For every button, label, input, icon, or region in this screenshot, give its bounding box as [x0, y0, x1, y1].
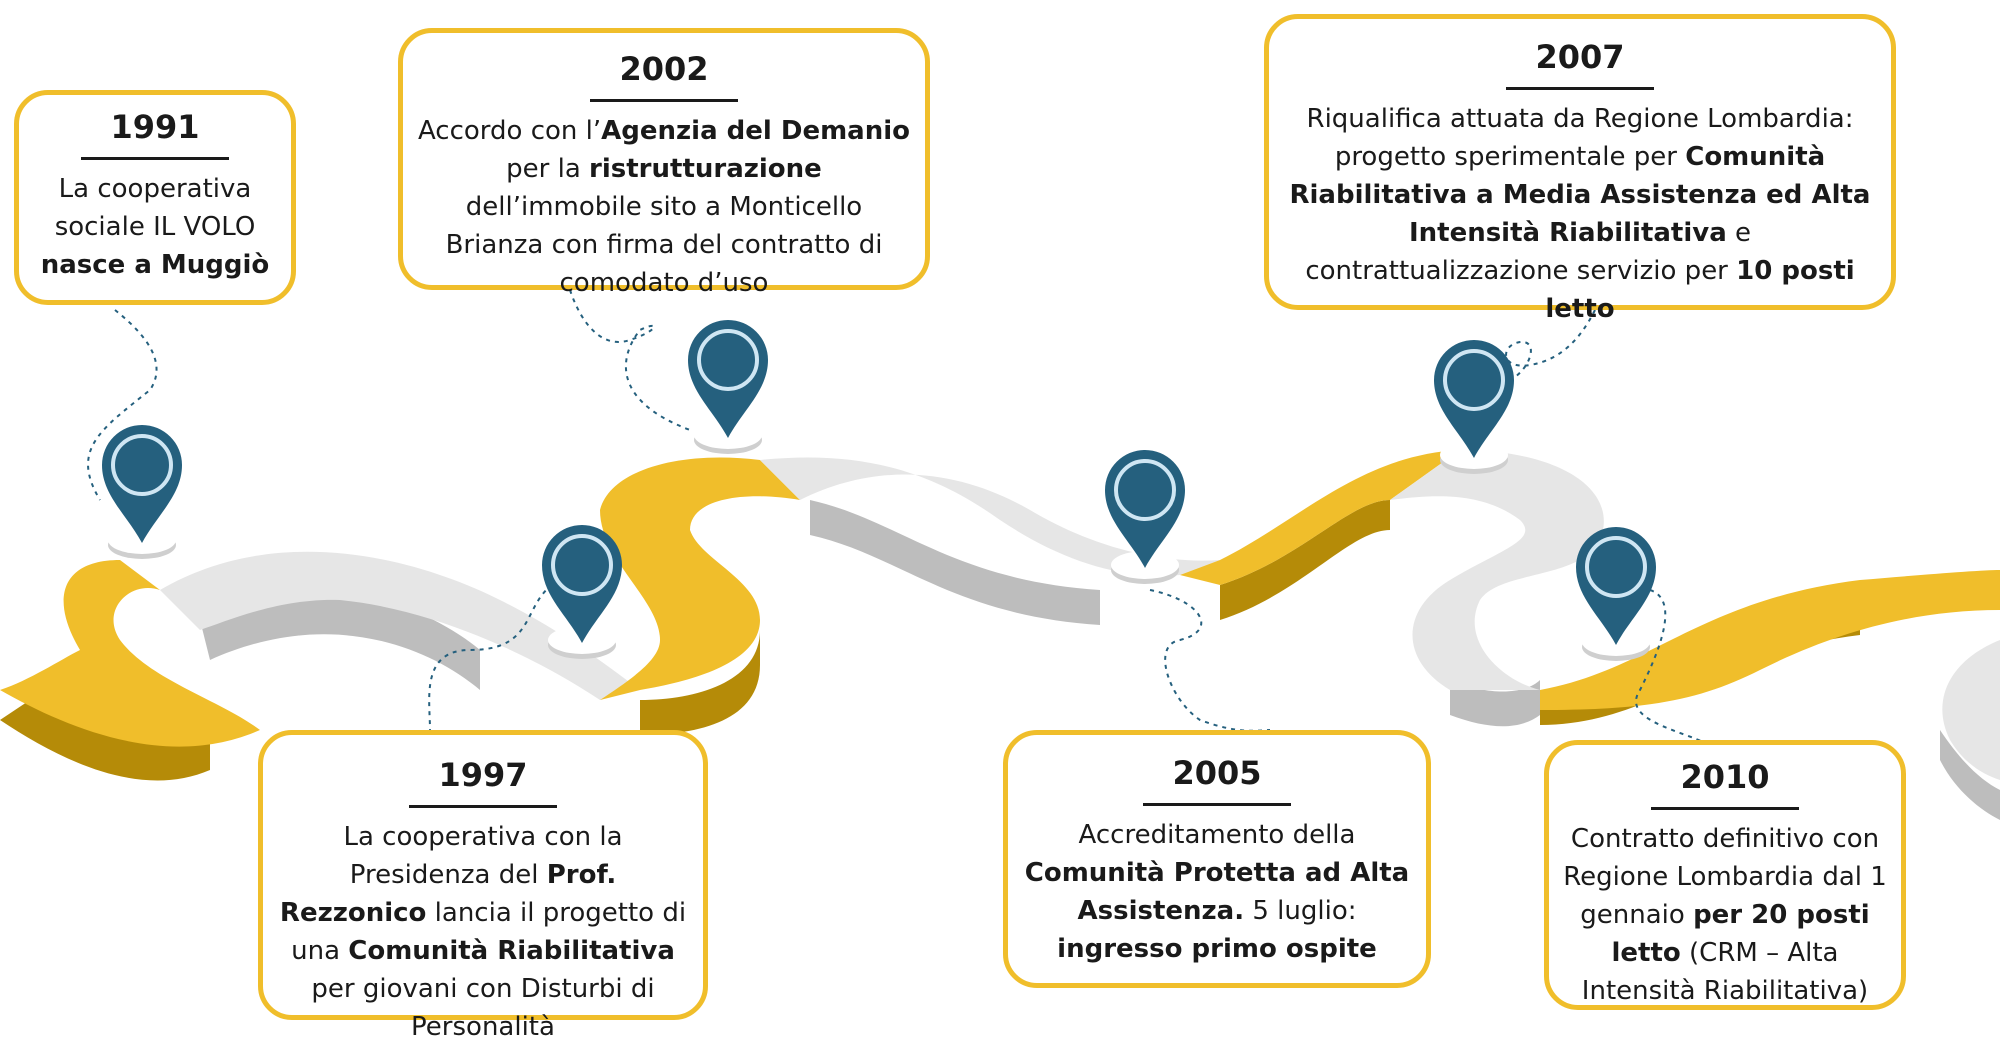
- year-underline: [590, 99, 738, 102]
- event-card-2010: 2010 Contratto definitivo con Regione Lo…: [1544, 740, 1906, 1010]
- event-text-run: La cooperativa sociale IL VOLO: [54, 174, 256, 242]
- road-side-gray-end: [1940, 730, 2000, 820]
- connector-2005: [1149, 589, 1271, 732]
- event-text-run: 5 luglio:: [1244, 896, 1357, 926]
- road-top-gray-1: [160, 551, 640, 700]
- pin-1997: [542, 525, 622, 659]
- pin-2005: [1105, 450, 1185, 584]
- year-underline: [1506, 87, 1654, 90]
- road-side-gray-4: [1450, 680, 1540, 727]
- event-text-bold: ingresso primo ospite: [1057, 934, 1377, 964]
- pin-2010: [1576, 527, 1656, 661]
- event-text-run: Riqualifica attuata da Regione Lombardia…: [1306, 104, 1854, 172]
- event-text-bold: Agenzia del Demanio: [601, 116, 911, 146]
- event-card-2005: 2005 Accreditamento della Comunità Prote…: [1003, 730, 1431, 988]
- road-top-yellow-3: [1180, 450, 1460, 585]
- event-text-run: lancia il progetto di una: [291, 898, 687, 966]
- event-year: 2010: [1680, 758, 1770, 796]
- event-text: La cooperativa sociale IL VOLO nasce a M…: [19, 170, 291, 284]
- event-text-bold: nasce a Muggiò: [40, 250, 270, 280]
- event-text-bold: Prof. Rezzonico: [279, 860, 617, 928]
- event-text-run: (CRM – Alta Intensità Riabilitativa): [1581, 938, 1869, 1006]
- event-year: 2005: [1172, 754, 1262, 792]
- event-text-run: per la: [506, 154, 590, 184]
- road-top-yellow-2: [600, 457, 800, 700]
- event-text-bold: 10 posti letto: [1545, 256, 1855, 324]
- road-side-gray-1: [200, 589, 480, 690]
- event-card-2002: 2002 Accordo con l’Agenzia del Demanio p…: [398, 28, 930, 298]
- road-top-gray-3: [1390, 450, 1604, 690]
- event-text-run: Accreditamento della: [1078, 820, 1356, 850]
- road-top-gray-end: [1942, 640, 2000, 780]
- road-top-yellow-4: [1540, 570, 2000, 710]
- event-text: Riqualifica attuata da Regione Lombardia…: [1269, 100, 1891, 328]
- event-text-bold: per 20 posti letto: [1611, 900, 1870, 968]
- event-text: Accordo con l’Agenzia del Demanio per la…: [403, 112, 925, 302]
- event-text: Contratto definitivo con Regione Lombard…: [1549, 820, 1901, 1010]
- event-text-run: e contrattualizzazione servizio per: [1305, 218, 1752, 286]
- year-underline: [1143, 803, 1291, 806]
- event-text-bold: Comunità Riabilitativa: [348, 936, 675, 966]
- pin-2007: [1434, 340, 1514, 474]
- event-text: Accreditamento della Comunità Protetta a…: [1008, 816, 1426, 968]
- event-card-2007: 2007 Riqualifica attuata da Regione Lomb…: [1264, 14, 1896, 324]
- event-text: La cooperativa con la Presidenza del Pro…: [263, 818, 703, 1046]
- event-text-bold: Comunità Riabilitativa a Media Assistenz…: [1289, 142, 1871, 248]
- road-top-yellow-left: [0, 560, 260, 747]
- road-top-gray-2: [760, 457, 1220, 576]
- road-side-yellow-2: [640, 630, 760, 735]
- event-text-run: La cooperativa con la Presidenza del: [343, 822, 623, 890]
- event-text-bold: ristrutturazione: [589, 154, 822, 184]
- year-underline: [1651, 807, 1799, 810]
- pin-2002: [688, 320, 768, 454]
- event-text-run: per giovani con Disturbi di Personalità: [311, 974, 655, 1042]
- road-side-yellow-3: [1220, 500, 1390, 620]
- event-card-1991: 1991 La cooperativa sociale IL VOLO nasc…: [14, 90, 296, 305]
- event-card-1997: 1997 La cooperativa con la Presidenza de…: [258, 730, 708, 1042]
- year-underline: [409, 805, 557, 808]
- pin-1991: [102, 425, 182, 559]
- event-year: 2007: [1535, 38, 1625, 76]
- year-underline: [81, 157, 229, 160]
- event-year: 1997: [438, 756, 528, 794]
- event-text-run: dell’immobile sito a Monticello Brianza …: [445, 192, 883, 298]
- event-year: 1991: [110, 108, 200, 146]
- event-text-bold: Comunità Protetta ad Alta Assistenza.: [1024, 858, 1410, 926]
- event-text-run: Accordo con l’: [417, 116, 602, 146]
- connector-2010: [1635, 589, 1711, 746]
- road-side-gray-3: [810, 500, 1100, 625]
- event-text-run: Contratto definitivo con Regione Lombard…: [1563, 824, 1887, 930]
- connector-2002: [569, 289, 691, 431]
- event-year: 2002: [619, 50, 709, 88]
